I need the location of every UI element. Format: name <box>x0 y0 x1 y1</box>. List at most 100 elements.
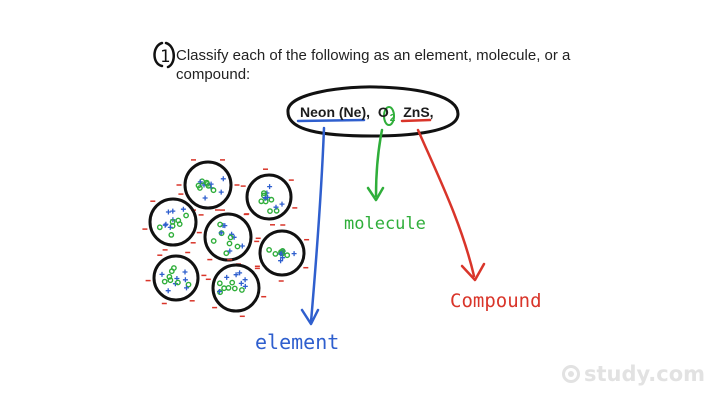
proton <box>167 224 173 230</box>
formula-oxygen-subscript: 2 <box>389 113 396 124</box>
neon-atom <box>176 159 240 211</box>
formula-list: Neon (Ne), O2 ZnS, <box>300 104 434 124</box>
proton <box>220 176 226 182</box>
neutron <box>185 281 192 288</box>
proton <box>291 251 297 257</box>
proton <box>237 270 243 276</box>
zns-underline <box>400 118 432 123</box>
neutron <box>268 196 275 203</box>
atom-outline <box>152 254 200 302</box>
neon-atom <box>240 168 298 226</box>
proton <box>265 194 271 200</box>
neutron <box>174 279 181 286</box>
neutron <box>227 234 234 241</box>
formula-neon: Neon (Ne), <box>300 104 370 120</box>
proton <box>224 274 230 280</box>
question-line-1: Classify each of the following as an ele… <box>176 47 571 64</box>
neutron <box>168 268 175 275</box>
proton <box>239 243 245 249</box>
neutron <box>266 246 272 253</box>
atom-outline <box>183 160 233 210</box>
neutron <box>196 185 203 191</box>
atom-outline <box>211 263 261 313</box>
proton <box>208 181 214 187</box>
proton <box>279 201 285 207</box>
proton <box>242 283 248 289</box>
proton <box>163 221 169 227</box>
compound-arrow-head <box>460 262 486 282</box>
proton <box>222 223 228 229</box>
neutron <box>260 190 267 197</box>
proton <box>180 206 186 212</box>
proton <box>278 258 284 264</box>
neon-atom <box>196 209 260 265</box>
neutron <box>183 212 190 219</box>
proton <box>267 184 273 190</box>
neon-atom <box>142 193 204 251</box>
neutron <box>169 218 176 225</box>
neon-atom <box>254 224 310 282</box>
formula-zns: ZnS, <box>403 104 434 120</box>
neutron <box>229 279 236 286</box>
proton <box>227 248 233 254</box>
molecule-arrow-head <box>366 186 385 202</box>
formula-oxygen: O <box>377 104 389 120</box>
neutron <box>168 231 175 238</box>
compound-arrow <box>416 128 476 278</box>
neutron <box>210 187 217 194</box>
neutron <box>223 250 230 257</box>
proton <box>280 255 286 261</box>
question-line-2: compound: <box>176 66 251 83</box>
element-arrow <box>309 126 326 324</box>
neon-underline <box>296 118 366 123</box>
proton <box>218 189 224 195</box>
element-arrow-head <box>300 308 320 326</box>
neutron <box>166 273 173 280</box>
proton <box>170 208 176 214</box>
neutron <box>231 285 238 292</box>
study-watermark: study.com <box>562 362 705 386</box>
proton <box>238 280 244 286</box>
proton <box>182 277 188 283</box>
study-logo-icon <box>562 365 580 383</box>
watermark-text: study.com <box>584 362 706 386</box>
question-text: Classify each of the following as an ele… <box>176 46 570 84</box>
proton <box>159 271 165 277</box>
neon-atom <box>145 251 207 305</box>
proton <box>165 209 171 215</box>
neutron <box>226 240 233 247</box>
proton <box>165 288 171 294</box>
neon-atom-cluster <box>142 159 310 318</box>
neutron <box>210 238 217 244</box>
molecule-label: molecule <box>344 214 426 234</box>
proton <box>184 285 189 291</box>
neutron <box>234 243 241 250</box>
proton <box>242 277 248 283</box>
proton <box>197 179 203 185</box>
neutron <box>217 221 224 228</box>
neutron <box>284 252 291 259</box>
proton <box>217 289 222 294</box>
neutron <box>225 284 232 291</box>
neutron <box>167 277 174 284</box>
proton <box>233 272 239 278</box>
neutron <box>216 280 223 287</box>
neutron <box>156 224 163 231</box>
proton <box>278 251 284 257</box>
proton <box>273 204 279 210</box>
proton <box>202 195 208 201</box>
compound-label: Compound <box>450 290 542 312</box>
atom-outline <box>258 229 306 277</box>
subscript-circle <box>383 106 395 126</box>
neutron <box>161 278 168 285</box>
atom-outline <box>148 197 198 247</box>
question-number-bracket-right <box>164 41 175 69</box>
element-label: element <box>255 330 340 354</box>
formula-ellipse <box>286 85 460 138</box>
neutron <box>238 287 245 293</box>
molecule-arrow <box>374 128 384 198</box>
proton <box>182 269 188 275</box>
question-number: 1 <box>160 47 170 67</box>
